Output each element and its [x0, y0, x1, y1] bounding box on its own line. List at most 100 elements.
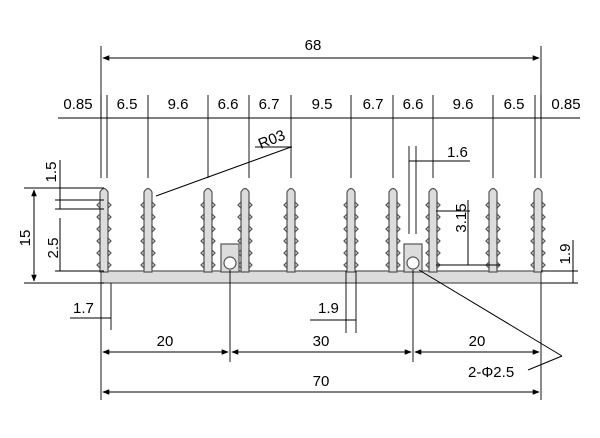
fin-serration — [211, 200, 216, 210]
fin-serration — [385, 260, 390, 270]
fin-serration — [396, 200, 401, 210]
base-offset-left-label: 1.7 — [73, 300, 94, 317]
fin-serration — [140, 236, 145, 246]
fin-serration — [294, 236, 299, 246]
heatsink-fin — [533, 187, 543, 273]
fin-serration — [541, 224, 546, 234]
fin-serration — [354, 212, 359, 222]
fin-serration — [354, 224, 359, 234]
fin-serration — [385, 200, 390, 210]
heatsink-fin — [388, 187, 398, 273]
fin-serration — [140, 260, 145, 270]
hole-spacing-right-label: 20 — [469, 333, 486, 350]
overall-width-bottom-label: 70 — [313, 373, 330, 390]
pitch-label: 6.6 — [403, 96, 424, 113]
right-height-dimensions: 3.15 1.9 — [436, 200, 578, 284]
fin-serration — [541, 248, 546, 258]
fin-serration — [385, 248, 390, 258]
fin-serration — [107, 200, 112, 210]
heatsink-fin — [286, 187, 296, 273]
fin-tip-gap-dimension: 1.6 — [408, 144, 470, 234]
fin-serration — [151, 248, 156, 258]
fin-serration — [485, 200, 490, 210]
fin-serration — [530, 236, 535, 246]
fin-serration — [294, 260, 299, 270]
heatsink-fin — [240, 187, 250, 273]
hole-callout: 2-Φ2.5 — [418, 269, 563, 381]
fin-serration — [151, 236, 156, 246]
fin-serration — [343, 224, 348, 234]
fin-serration — [530, 200, 535, 210]
pitch-label: 9.5 — [312, 96, 333, 113]
fin-serration — [283, 224, 288, 234]
overall-width-bottom-dimension: 70 — [102, 373, 540, 395]
fin-serration — [96, 212, 101, 222]
fin-serration — [485, 236, 490, 246]
fin-serration — [396, 236, 401, 246]
corner-radius-label: R03 — [256, 127, 288, 153]
fin-serration — [425, 224, 430, 234]
fin-serration — [151, 260, 156, 270]
mounting-hole — [223, 256, 237, 270]
fin-serration — [283, 248, 288, 258]
fin-serration — [211, 248, 216, 258]
fin-serration — [107, 236, 112, 246]
fin-serration — [425, 212, 430, 222]
slot-width-label: 1.9 — [318, 300, 339, 317]
fin-serration — [496, 212, 501, 222]
fin-serration — [237, 212, 242, 222]
fin-serration — [248, 224, 253, 234]
fin-serration — [211, 212, 216, 222]
fin-serration — [496, 236, 501, 246]
hole-callout-label: 2-Φ2.5 — [468, 364, 514, 381]
fin-serration — [343, 260, 348, 270]
fin-serration — [436, 236, 441, 246]
fin-serration — [200, 236, 205, 246]
fin-serration — [200, 248, 205, 258]
fin-serration — [211, 260, 216, 270]
fin-serration — [496, 248, 501, 258]
fin-serration — [425, 200, 430, 210]
fin-serration — [530, 260, 535, 270]
fin-serration — [107, 248, 112, 258]
fin-serration — [541, 212, 546, 222]
base-thickness-right-label: 1.9 — [557, 244, 574, 265]
fin-serration — [248, 248, 253, 258]
fin-serration — [283, 236, 288, 246]
fin-serration — [96, 248, 101, 258]
overall-width-top-label: 68 — [305, 37, 322, 54]
fin-serration — [107, 224, 112, 234]
fin-serration — [436, 212, 441, 222]
fin-tip-gap-label: 1.6 — [447, 144, 468, 161]
fin-serration — [343, 212, 348, 222]
fin-serration — [294, 248, 299, 258]
heatsink-fin — [488, 187, 498, 273]
fin-serration — [485, 224, 490, 234]
heatsink-base — [100, 270, 542, 284]
fin-serration — [200, 200, 205, 210]
fin-serration — [385, 236, 390, 246]
fin-serration — [496, 200, 501, 210]
left-height-dimensions: 15 1.5 2.5 — [17, 160, 104, 284]
fin-serration — [354, 260, 359, 270]
fin-serration — [396, 224, 401, 234]
fin-serration — [96, 236, 101, 246]
fin-serration — [140, 248, 145, 258]
pitch-label: 6.5 — [117, 96, 138, 113]
fin-serration — [237, 236, 242, 246]
fin-serration — [283, 200, 288, 210]
fin-serration — [211, 236, 216, 246]
fin-serration — [211, 224, 216, 234]
fin-serration — [385, 212, 390, 222]
base-offset-dimensions: 1.7 1.9 — [70, 271, 357, 333]
fin-serration — [151, 224, 156, 234]
fin-serration — [354, 200, 359, 210]
fin-serration — [425, 236, 430, 246]
pitch-label: 9.6 — [453, 96, 474, 113]
pitch-label: 6.7 — [363, 96, 384, 113]
fin-serration — [294, 224, 299, 234]
fin-serration — [436, 224, 441, 234]
fin-serration — [140, 212, 145, 222]
height-label: 15 — [17, 230, 34, 247]
